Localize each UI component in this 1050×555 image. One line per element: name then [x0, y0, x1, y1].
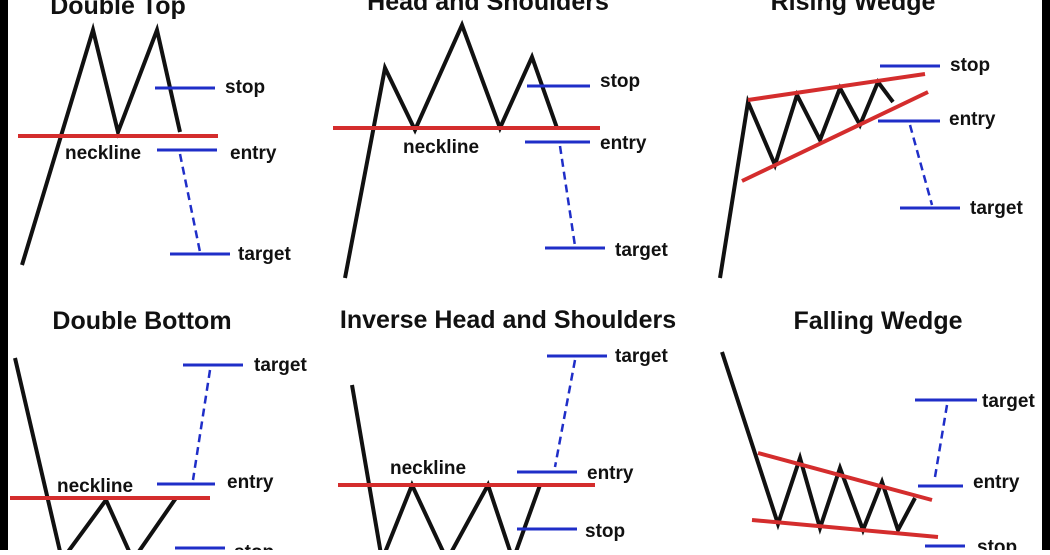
target-label: target [982, 391, 1035, 412]
panel-head-and-shoulders: Head and Shoulders neckline stop entry t… [333, 0, 668, 279]
target-label: target [254, 355, 307, 376]
neckline-label: neckline [403, 137, 479, 158]
stop-label: stop [225, 77, 265, 98]
lower-trendline [741, 90, 929, 183]
panel-title: Head and Shoulders [367, 0, 609, 16]
panel-inverse-head-and-shoulders: Inverse Head and Shoulders neckline targ… [338, 306, 676, 555]
entry-label: entry [949, 109, 996, 130]
entry-label: entry [973, 472, 1020, 493]
neckline-label: neckline [57, 476, 133, 497]
target-projection-dashed [908, 124, 934, 206]
lower-trendline [751, 518, 939, 539]
price-line [718, 78, 895, 279]
price-line [20, 22, 182, 266]
stop-label: stop [600, 71, 640, 92]
price-line [343, 19, 559, 279]
price-line [720, 351, 917, 536]
price-line [13, 357, 178, 555]
panel-rising-wedge: Rising Wedge stop entry target [718, 0, 1023, 279]
target-projection-dashed [933, 404, 949, 478]
entry-label: entry [227, 472, 274, 493]
entry-label: entry [230, 143, 277, 164]
panel-title: Falling Wedge [794, 307, 963, 335]
target-label: target [615, 346, 668, 367]
panel-double-top: Double Top neckline stop entry target [18, 0, 291, 266]
neckline-label: neckline [65, 143, 141, 164]
stop-label: stop [950, 55, 990, 76]
target-label: target [238, 244, 291, 265]
stop-label: stop [585, 521, 625, 542]
target-projection-dashed [553, 359, 577, 468]
panel-title: Inverse Head and Shoulders [340, 306, 676, 334]
target-projection-dashed [191, 369, 212, 481]
panel-title: Rising Wedge [771, 0, 936, 16]
stop-label: stop [234, 542, 274, 550]
neckline-label: neckline [390, 458, 466, 479]
target-projection-dashed [558, 145, 577, 247]
upper-trendline [747, 72, 926, 102]
panel-title: Double Bottom [52, 307, 231, 335]
stop-label: stop [977, 537, 1017, 550]
left-edge-border [0, 0, 8, 550]
target-label: target [615, 240, 668, 261]
target-projection-dashed [178, 153, 202, 253]
panel-title: Double Top [50, 0, 186, 20]
panel-falling-wedge: Falling Wedge target entry stop [720, 307, 1035, 555]
target-label: target [970, 198, 1023, 219]
right-edge-border [1042, 0, 1050, 550]
entry-label: entry [587, 463, 634, 484]
panel-double-bottom: Double Bottom neckline target entry stop [10, 307, 307, 555]
upper-trendline [757, 451, 933, 502]
entry-label: entry [600, 133, 647, 154]
